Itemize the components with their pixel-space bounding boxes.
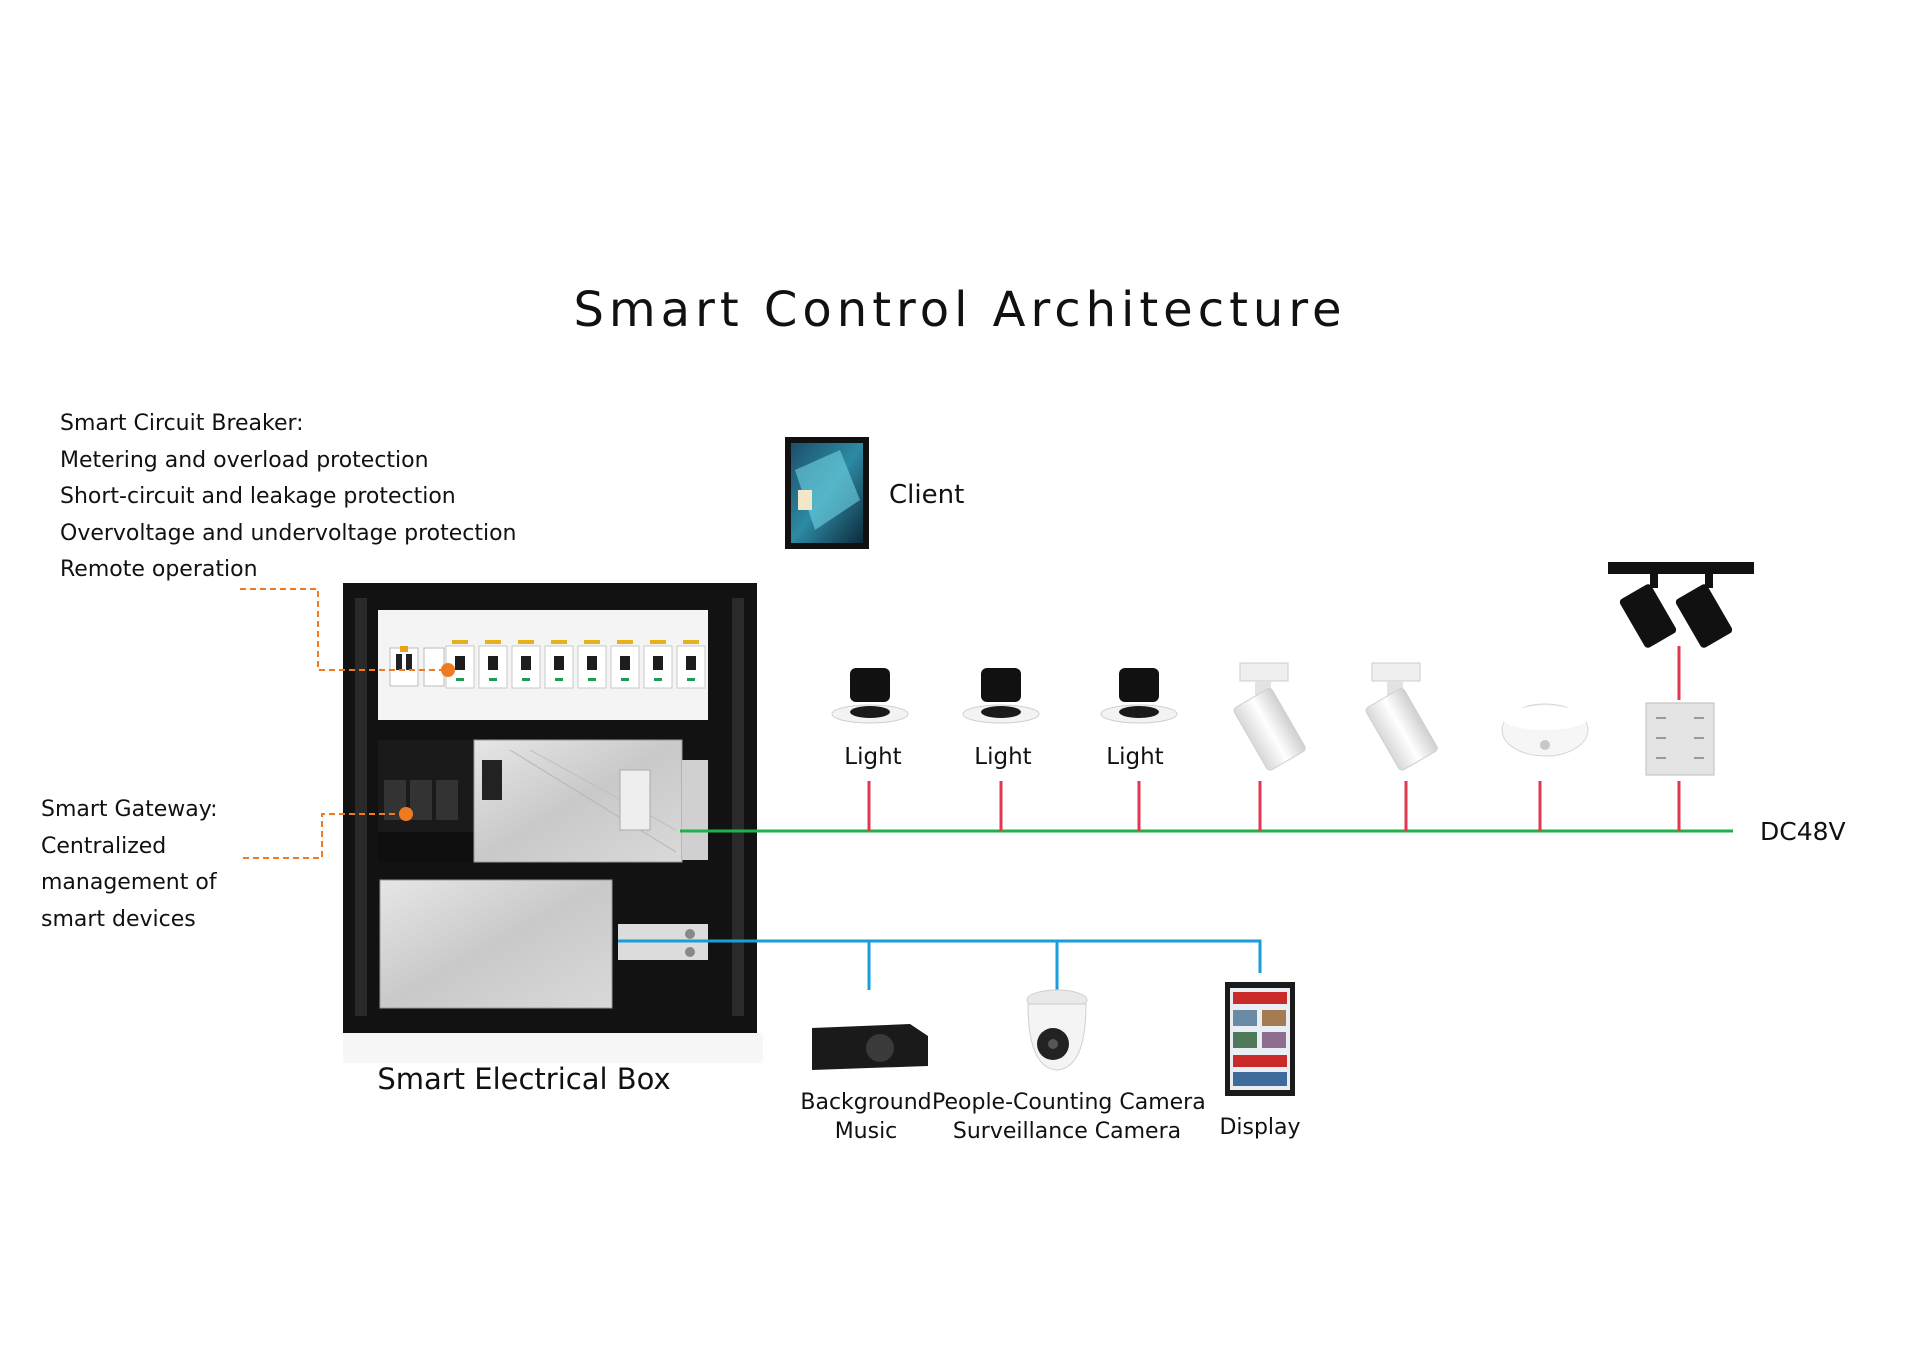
- gateway-line-3: management of: [41, 870, 217, 895]
- display-label: Display: [1219, 1115, 1301, 1140]
- light-label-1: Light: [844, 744, 902, 770]
- music-label-line1: Background: [800, 1090, 932, 1115]
- gateway-line-2: Centralized: [41, 833, 167, 859]
- downlight-icon: [962, 668, 1040, 724]
- electrical-box: [343, 583, 763, 1063]
- breaker-heading: Smart Circuit Breaker:: [60, 411, 304, 436]
- client-tablet-icon: [785, 437, 869, 549]
- breaker-module: [610, 640, 640, 689]
- background-music-icon: [812, 1024, 928, 1070]
- breaker-feature-2: Short-circuit and leakage protection: [60, 484, 456, 509]
- network-bus: [618, 939, 1262, 973]
- breaker-row: [389, 646, 445, 687]
- light-label-2: Light: [974, 744, 1032, 770]
- breaker-feature-list: Smart Circuit Breaker: Metering and over…: [60, 406, 517, 589]
- box-label: Smart Electrical Box: [377, 1062, 671, 1096]
- downlight-icon: [1100, 668, 1178, 724]
- music-label: Background Music: [786, 1088, 946, 1146]
- breaker-module: [544, 640, 574, 689]
- smart-breakers: [445, 640, 706, 689]
- gateway-line-4: smart devices: [41, 906, 196, 932]
- breaker-feature-1: Metering and overload protection: [60, 447, 429, 473]
- breaker-module: [577, 640, 607, 689]
- camera-label-line2: Surveillance Camera: [952, 1119, 1182, 1144]
- breaker-module: [478, 640, 508, 689]
- light-label-3: Light: [1106, 744, 1164, 770]
- dc-drops: [867, 646, 1681, 831]
- switch-panel-icon: [1645, 702, 1715, 776]
- gateway-callout: [243, 807, 413, 859]
- page-title: Smart Control Architecture: [573, 282, 1347, 338]
- motion-sensor-icon: [1501, 703, 1589, 757]
- breaker-module: [676, 640, 706, 689]
- spotlight-2: [1365, 662, 1438, 771]
- downlight-icon: [831, 668, 909, 724]
- camera-label-line1: People-Counting Camera: [932, 1090, 1206, 1115]
- client-label: Client: [889, 480, 965, 510]
- breaker-module: [643, 640, 673, 689]
- breaker-callout: [240, 588, 455, 677]
- camera-icon: [1026, 989, 1088, 1071]
- breaker-feature-3: Overvoltage and undervoltage protection: [60, 520, 517, 546]
- breaker-module: [511, 640, 541, 689]
- display-icon: [1225, 982, 1295, 1096]
- gateway-line-1: Smart Gateway:: [41, 797, 218, 822]
- power-supply: [473, 739, 683, 863]
- music-label-line2: Music: [834, 1119, 898, 1144]
- gateway-feature-list: Smart Gateway: Centralized management of…: [41, 792, 218, 938]
- spotlight-1: [1233, 662, 1306, 771]
- downlights: [831, 668, 1178, 724]
- bus-label: DC48V: [1760, 817, 1846, 846]
- network-module: [379, 879, 613, 1009]
- breaker-feature-4: Remote operation: [60, 557, 258, 582]
- track-light-icon: [1608, 562, 1754, 648]
- camera-label: People-Counting Camera Surveillance Came…: [932, 1088, 1206, 1146]
